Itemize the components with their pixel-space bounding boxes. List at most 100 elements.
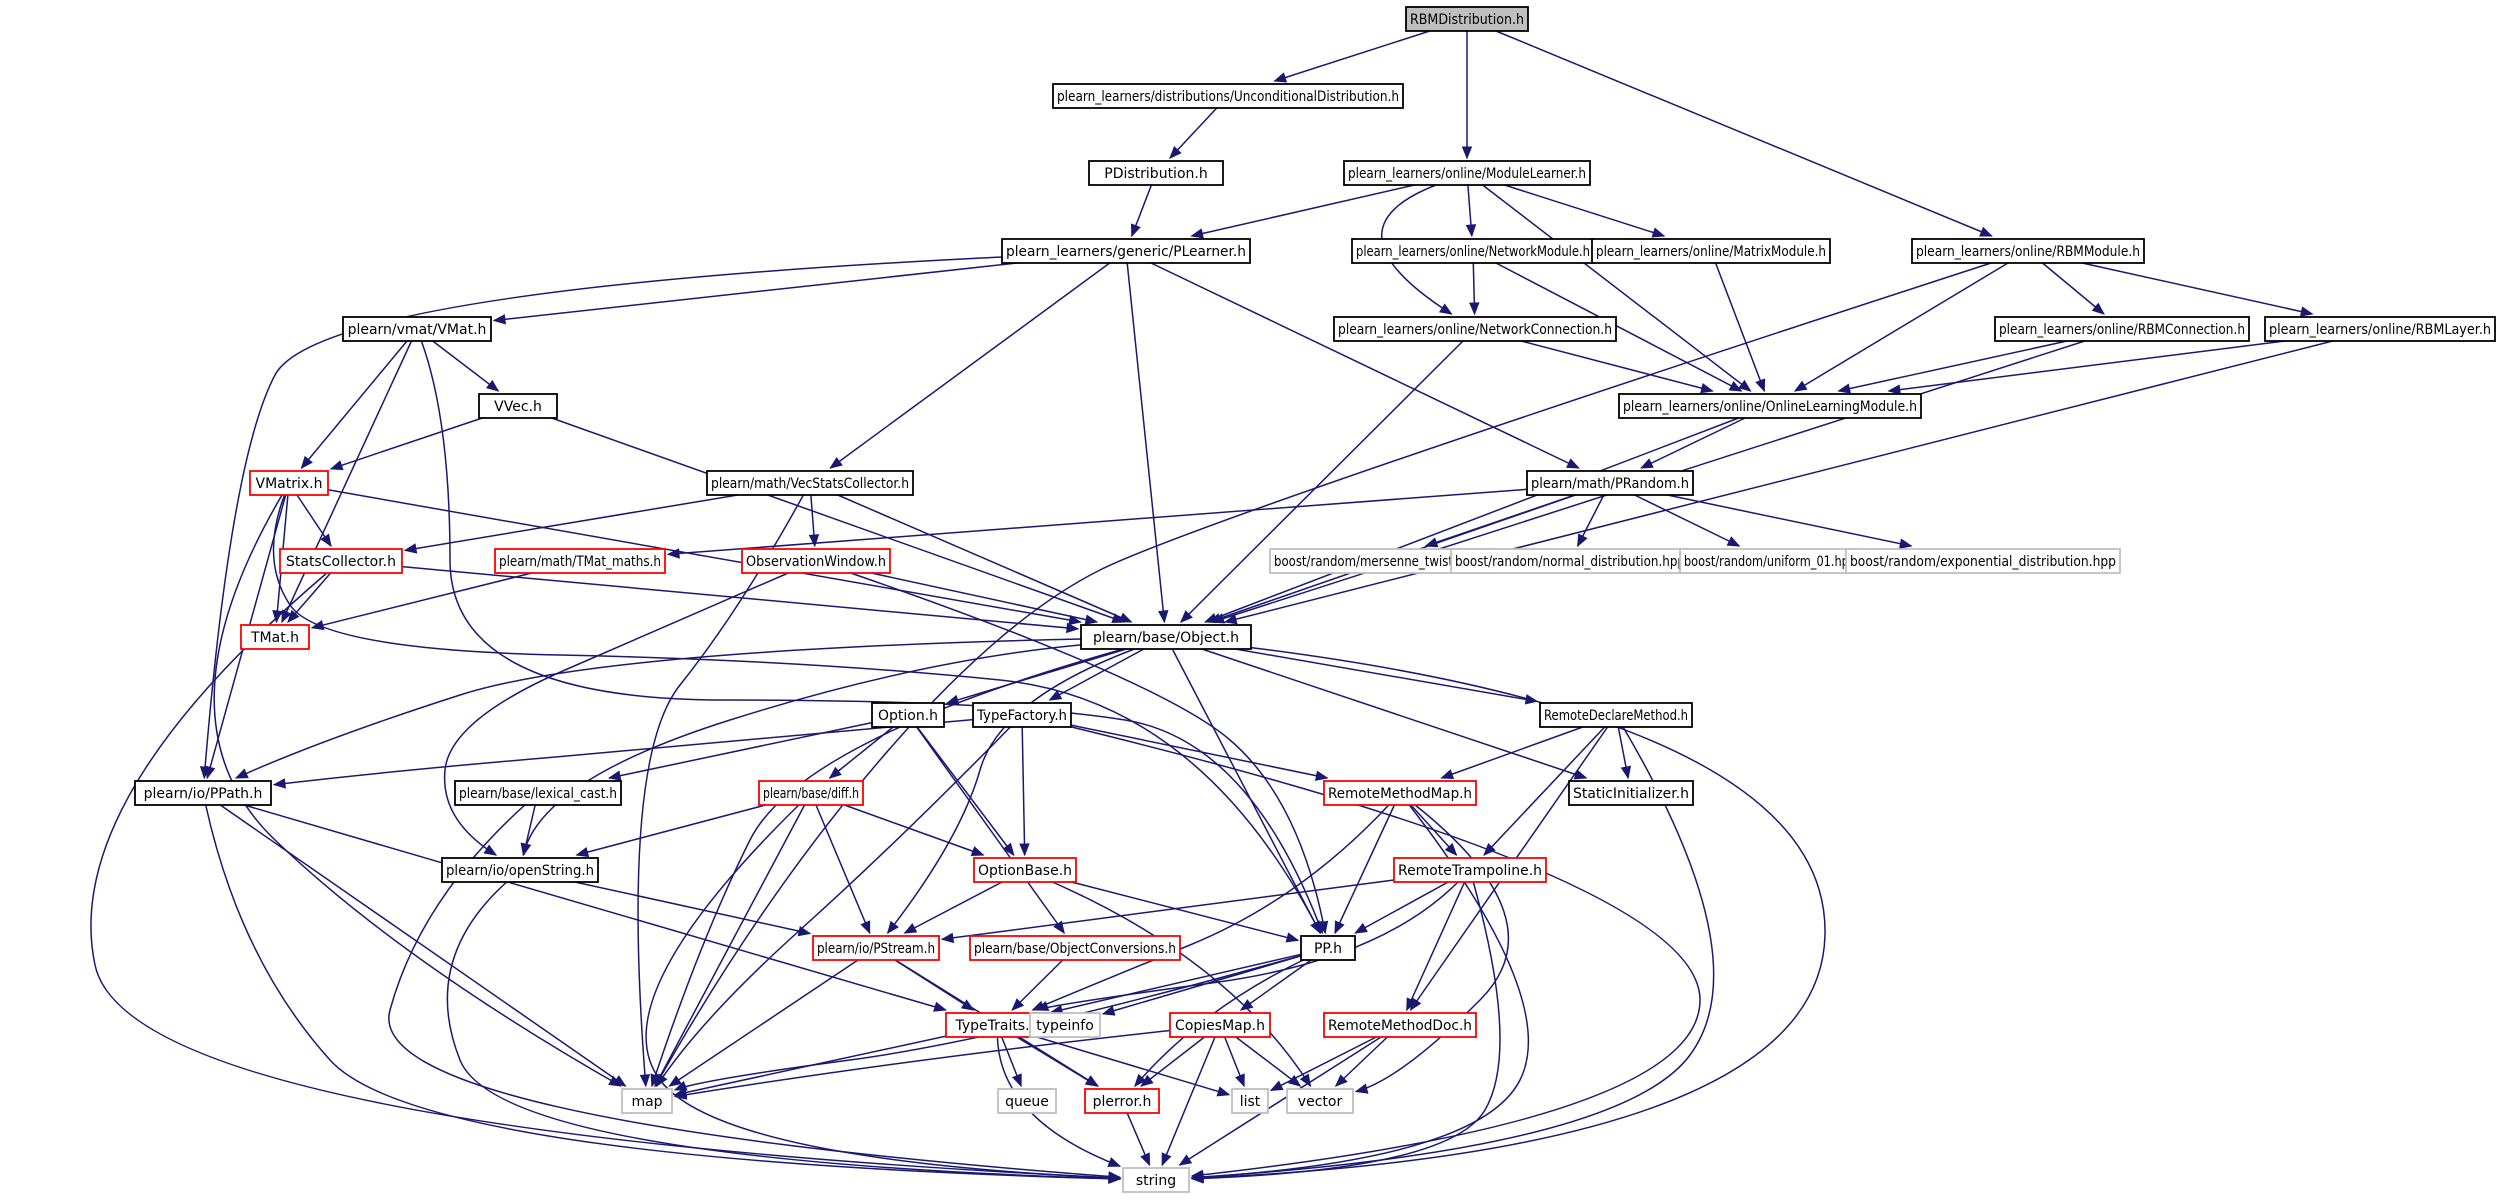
node-ppath[interactable]: plearn/io/PPath.h — [134, 780, 272, 806]
arrowhead — [1108, 1173, 1122, 1184]
edge-line — [815, 804, 871, 934]
node-option[interactable]: Option.h — [871, 702, 945, 728]
node-netconn[interactable]: plearn_learners/online/NetworkConnection… — [1333, 316, 1617, 342]
node-netmodule[interactable]: plearn_learners/online/NetworkModule.h — [1351, 238, 1595, 264]
node-plearner[interactable]: plearn_learners/generic/PLearner.h — [1001, 238, 1251, 264]
arrowhead — [1269, 1080, 1284, 1092]
node-remotemethodmap[interactable]: RemoteMethodMap.h — [1323, 780, 1477, 806]
arrowhead — [234, 768, 249, 779]
arrowhead — [1440, 769, 1455, 780]
node-map: map — [621, 1088, 673, 1114]
edge-line — [1050, 953, 1302, 1014]
edge-line — [887, 648, 1135, 934]
edge-line — [1482, 184, 1751, 392]
arrowhead — [970, 846, 985, 857]
edge-prandom-to-tmatmaths — [666, 488, 1528, 559]
node-tmatmaths[interactable]: plearn/math/TMat_maths.h — [494, 548, 666, 574]
node-copiesmap[interactable]: CopiesMap.h — [1169, 1012, 1271, 1038]
node-remotetramp[interactable]: RemoteTrampoline.h — [1393, 857, 1547, 883]
edge-line — [420, 340, 1324, 934]
node-typeinfo: typeinfo — [1029, 1012, 1101, 1038]
node-label: plearn/base/ObjectConversions.h — [974, 941, 1176, 957]
node-rbmmodule[interactable]: plearn_learners/online/RBMModule.h — [1911, 238, 2145, 264]
node-tmat[interactable]: TMat.h — [240, 624, 310, 650]
node-uncond[interactable]: plearn_learners/distributions/Unconditio… — [1052, 83, 1404, 109]
edge-line — [829, 262, 1111, 469]
node-rbmdist[interactable]: RBMDistribution.h — [1405, 6, 1529, 32]
node-pstream[interactable]: plearn/io/PStream.h — [812, 935, 940, 961]
node-vmatrix[interactable]: VMatrix.h — [249, 470, 329, 496]
edge-rbmlayer-to-object — [1223, 340, 2333, 625]
arrowhead — [666, 548, 680, 559]
edge-object-to-staticinit — [1201, 648, 1588, 780]
edge-line — [1070, 724, 1328, 779]
node-rbmlayer[interactable]: plearn_learners/online/RBMLayer.h — [2264, 316, 2496, 342]
edge-line — [1191, 726, 1715, 1179]
edge-line — [1204, 417, 1739, 623]
node-label: RBMDistribution.h — [1410, 12, 1524, 28]
node-vecstats[interactable]: plearn/math/VecStatsCollector.h — [706, 470, 914, 496]
arrowhead — [1651, 227, 1666, 238]
node-box — [1618, 393, 1922, 419]
node-lexcast[interactable]: plearn/base/lexical_cast.h — [454, 780, 622, 806]
node-label: plearn_learners/online/ModuleLearner.h — [1348, 166, 1586, 182]
edge-pstream-to-map — [668, 959, 859, 1087]
node-remotemethoddoc[interactable]: RemoteMethodDoc.h — [1323, 1012, 1477, 1038]
node-diff[interactable]: plearn/base/diff.h — [758, 780, 864, 806]
edge-line — [904, 881, 1003, 934]
node-box — [249, 470, 329, 496]
node-prandom[interactable]: plearn/math/PRandom.h — [1526, 470, 1694, 496]
node-vmat[interactable]: plearn/vmat/VMat.h — [342, 316, 492, 342]
node-pp[interactable]: PP.h — [1300, 935, 1356, 961]
node-box — [1286, 1088, 1354, 1114]
node-label: plearn/math/VecStatsCollector.h — [711, 476, 909, 492]
edge-line — [1011, 959, 1064, 1011]
node-vvec[interactable]: VVec.h — [478, 393, 558, 419]
node-staticinit[interactable]: StaticInitializer.h — [1568, 780, 1694, 806]
node-remotedecl[interactable]: RemoteDeclareMethod.h — [1539, 702, 1693, 728]
edge-line — [443, 572, 789, 856]
node-pdist[interactable]: PDistribution.h — [1088, 160, 1224, 186]
node-obswin[interactable]: ObservationWindow.h — [741, 548, 891, 574]
node-onlinelm[interactable]: plearn_learners/online/OnlineLearningMod… — [1618, 393, 1922, 419]
node-box — [621, 1088, 673, 1114]
arrowhead — [1216, 1086, 1231, 1097]
arrowhead — [329, 460, 344, 471]
arrowhead — [828, 766, 842, 779]
node-openstring[interactable]: plearn/io/openString.h — [441, 857, 599, 883]
node-modlearner[interactable]: plearn_learners/online/ModuleLearner.h — [1343, 160, 1591, 186]
arrowhead — [639, 1074, 651, 1088]
node-label: CopiesMap.h — [1175, 1018, 1265, 1034]
arrowhead — [520, 842, 532, 857]
node-statscoll[interactable]: StatsCollector.h — [279, 548, 403, 574]
edge-remotemethodmap-to-pp — [1334, 804, 1396, 935]
edge-typefactory-to-optionbase — [1019, 726, 1030, 857]
arrowhead — [933, 1001, 947, 1012]
arrowhead — [1158, 610, 1169, 624]
node-box — [342, 316, 492, 342]
arrowhead — [300, 455, 313, 470]
node-typefactory[interactable]: TypeFactory.h — [972, 702, 1072, 728]
edge-plearner-to-prandom — [1150, 262, 1580, 469]
edge-plearner-to-vmat — [492, 262, 1017, 325]
arrowhead — [1101, 1005, 1116, 1016]
arrowhead — [1438, 303, 1453, 315]
node-matmodule[interactable]: plearn_learners/online/MatrixModule.h — [1591, 238, 1831, 264]
node-optionbase[interactable]: OptionBase.h — [973, 857, 1077, 883]
edge-remotetramp-to-pp — [1354, 881, 1449, 934]
arrowhead — [1169, 146, 1182, 159]
arrowhead — [1444, 842, 1458, 856]
node-rbmconn[interactable]: plearn_learners/online/RBMConnection.h — [1994, 316, 2250, 342]
edge-copiesmap-to-string — [1161, 1036, 1216, 1167]
node-box — [972, 702, 1072, 728]
node-box — [758, 780, 864, 806]
node-box — [1029, 1012, 1101, 1038]
edge-line — [2082, 262, 2313, 315]
node-plerror[interactable]: plerror.h — [1084, 1088, 1160, 1114]
node-object[interactable]: plearn/base/Object.h — [1080, 624, 1252, 650]
node-objconv[interactable]: plearn/base/ObjectConversions.h — [969, 935, 1181, 961]
edge-plearner-to-object — [1126, 262, 1169, 624]
node-label: plerror.h — [1093, 1094, 1152, 1110]
arrowhead — [1979, 226, 1993, 237]
arrowhead — [483, 844, 498, 856]
